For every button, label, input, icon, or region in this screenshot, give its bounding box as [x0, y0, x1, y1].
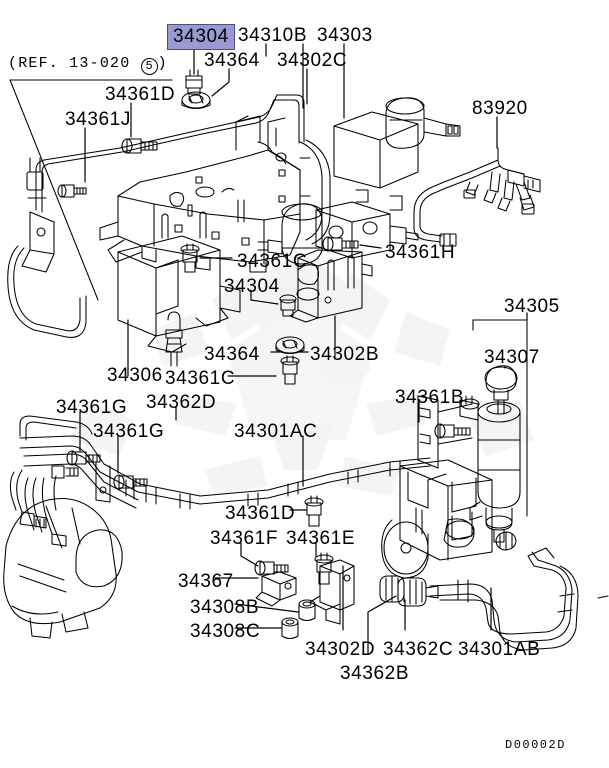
abs-hydraulic-unit [257, 97, 461, 265]
reference-note: (REF. 13-020 5) [8, 55, 168, 75]
callout-83920[interactable]: 83920 [472, 98, 528, 119]
callout-34361F[interactable]: 34361F [210, 528, 279, 549]
callout-34306[interactable]: 34306 [107, 365, 163, 386]
callout-34308B[interactable]: 34308B [190, 597, 260, 618]
callout-34361G-2[interactable]: 34361G [93, 421, 165, 442]
bracket-34302D [309, 559, 355, 625]
bracket-34367 [255, 571, 297, 607]
callout-34361H[interactable]: 34361H [385, 242, 456, 263]
callout-34361D-upper[interactable]: 34361D [105, 84, 176, 105]
callout-leader-lines [79, 43, 528, 655]
hoses-34301AB [429, 547, 609, 651]
callout-34361C-upper[interactable]: 34361C [237, 251, 308, 272]
callout-34302C[interactable]: 34302C [277, 50, 348, 71]
callout-34304-lower[interactable]: 34304 [224, 276, 280, 297]
bolt-34361C-lower [280, 355, 300, 385]
callout-34364-lower[interactable]: 34364 [204, 344, 260, 365]
callout-34361D-lower[interactable]: 34361D [225, 503, 296, 524]
callout-34308C[interactable]: 34308C [190, 621, 261, 642]
reference-note-prefix: (REF. 13-020 [8, 55, 141, 72]
part-34304-nut-lower [279, 294, 297, 317]
bolt-34361H [322, 236, 359, 252]
callout-34361J[interactable]: 34361J [65, 109, 131, 130]
callout-34301AC[interactable]: 34301AC [234, 421, 318, 442]
callout-34305[interactable]: 34305 [504, 296, 560, 317]
bushing-34308C [281, 617, 299, 640]
bolt-34361B [434, 423, 471, 439]
clamp-34362C [379, 575, 405, 603]
bolt-34361F [254, 560, 289, 576]
part-34364-washer-top [181, 91, 211, 110]
callout-34361B[interactable]: 34361B [395, 387, 465, 408]
callout-34302D[interactable]: 34302D [305, 639, 376, 660]
callout-34302B[interactable]: 34302B [310, 344, 380, 365]
callout-34301AB[interactable]: 34301AB [458, 639, 541, 660]
bracket-34302B [289, 249, 373, 323]
callout-34362D[interactable]: 34362D [146, 392, 217, 413]
ref-leader-line [9, 79, 173, 301]
transmission-housing [3, 465, 123, 639]
callout-34364-top[interactable]: 34364 [204, 50, 260, 71]
wire-34302C [257, 141, 287, 165]
callout-34361E[interactable]: 34361E [286, 528, 356, 549]
pipe-34301AC [19, 415, 431, 510]
bolt-34361D-lower [304, 495, 324, 527]
clip-34362D [165, 311, 183, 367]
upper-left-pipe-assembly [7, 94, 305, 338]
callout-34361G-1[interactable]: 34361G [56, 397, 128, 418]
watermark-emblem [71, 250, 534, 496]
reference-note-suffix: ) [157, 55, 168, 72]
reference-note-circled-number: 5 [140, 58, 158, 75]
bolt-34361E [314, 552, 334, 585]
harness-83920 [413, 147, 541, 247]
callout-34304-highlighted[interactable]: 34304 [167, 24, 235, 50]
callout-label: 34304 [173, 26, 229, 47]
callout-34362C[interactable]: 34362C [383, 639, 454, 660]
callout-34361C-lower[interactable]: 34361C [165, 368, 236, 389]
power-steering-pump-assembly [381, 365, 521, 579]
callout-34367[interactable]: 34367 [178, 571, 234, 592]
bolt-34361J [57, 184, 87, 198]
callout-34362B[interactable]: 34362B [340, 663, 410, 684]
callout-34307[interactable]: 34307 [484, 347, 540, 368]
diagram-id: D00002D [505, 738, 566, 752]
part-34364-washer-lower [275, 336, 305, 355]
leader-34305-elbow [472, 319, 528, 517]
shield-34306 [117, 235, 241, 353]
bolt-34361G-1 [66, 450, 101, 466]
callout-34310B[interactable]: 34310B [238, 25, 308, 46]
callout-34303[interactable]: 34303 [317, 25, 373, 46]
pipe-34310B [299, 139, 331, 245]
bolt-34361C-upper [180, 243, 200, 273]
bolt-34361G-2 [113, 474, 148, 490]
part-34304-nut-top [185, 69, 203, 95]
bolt-34361D-upper [121, 138, 158, 154]
